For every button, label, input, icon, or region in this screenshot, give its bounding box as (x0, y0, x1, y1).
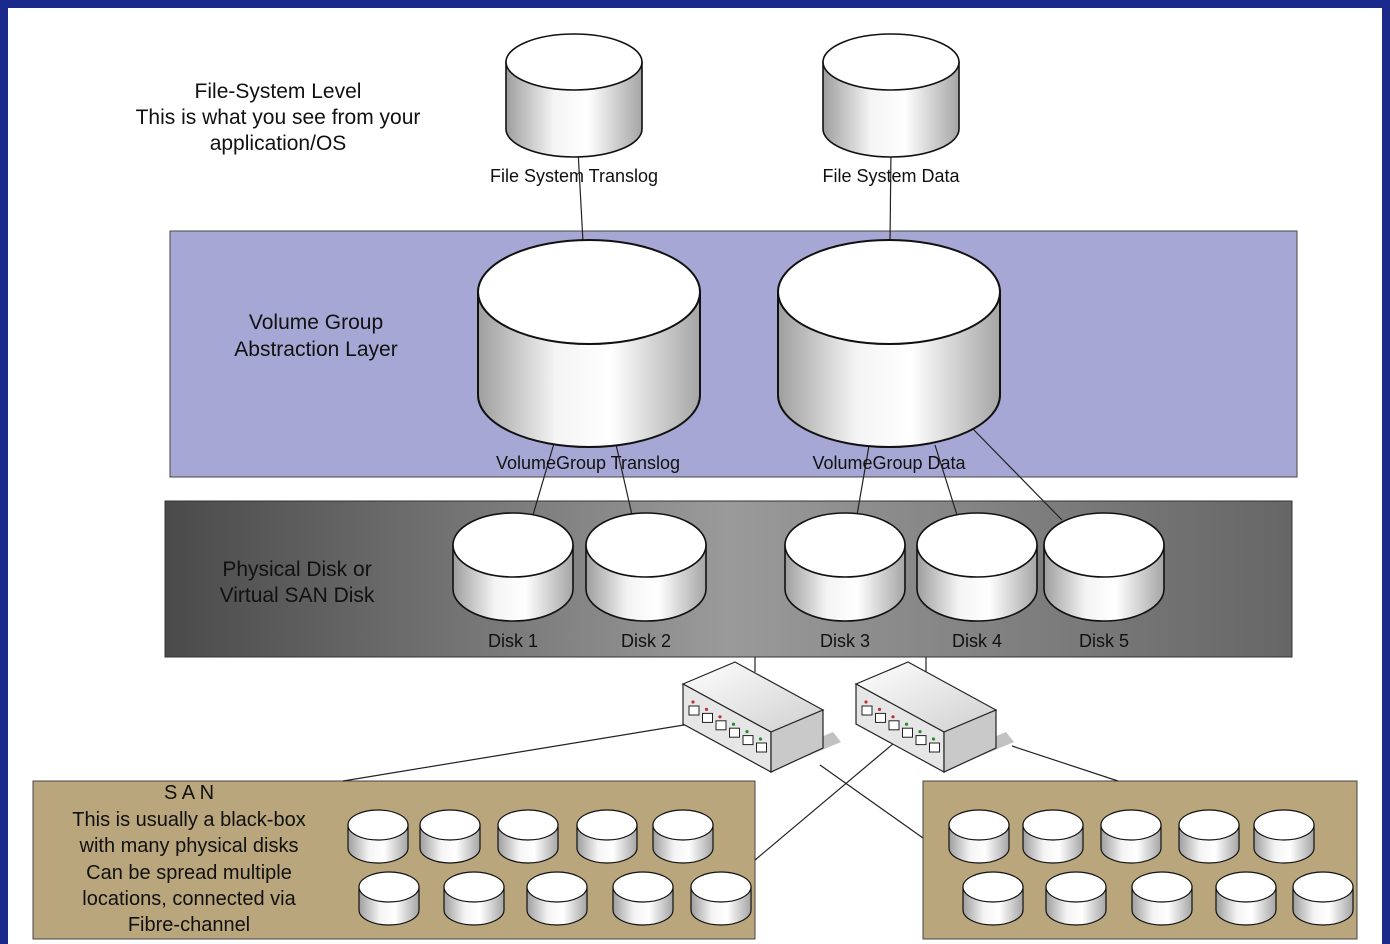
san-right-disk-row2-3-icon (1131, 871, 1193, 926)
vg-layer-line-2: Abstraction Layer (234, 338, 397, 361)
san-right-disk-row2-5-icon (1292, 871, 1354, 926)
disk-4-cylinder-icon (916, 512, 1038, 622)
connector-lines (342, 149, 1119, 861)
vg-data-label: VolumeGroup Data (812, 453, 966, 473)
san-right-disk-row1-3-icon (1100, 809, 1162, 864)
san-left-disk-row1-4-icon (576, 809, 638, 864)
san-left-disk-row1-1-icon (347, 809, 409, 864)
san-left-disk-row1-2-icon (419, 809, 481, 864)
san-right-disk-row2-1-icon (962, 871, 1024, 926)
san-title: S A N (164, 782, 214, 804)
san-left-disk-row2-1-icon (358, 871, 420, 926)
disk-5-label: Disk 5 (1079, 631, 1129, 651)
physical-layer-line-1: Physical Disk or (222, 558, 371, 581)
vg-layer-line-1: Volume Group (249, 311, 383, 334)
san-line-5: Fibre-channel (128, 914, 250, 936)
san-left-disk-row2-4-icon (612, 871, 674, 926)
vg-translog-label: VolumeGroup Translog (496, 453, 680, 473)
san-line-4: locations, connected via (82, 888, 296, 910)
san-right-disk-row2-2-icon (1045, 871, 1107, 926)
fs-level-line-2: This is what you see from your (136, 106, 421, 129)
network-switch-right-icon (854, 661, 1014, 774)
san-right-disk-row1-1-icon (948, 809, 1010, 864)
fs-level-line-1: File-System Level (195, 80, 362, 103)
san-right-disk-row1-4-icon (1178, 809, 1240, 864)
san-line-2: with many physical disks (79, 835, 299, 857)
vg-translog-cylinder-icon (477, 239, 701, 448)
san-left-disk-row1-3-icon (497, 809, 559, 864)
disk-4-label: Disk 4 (952, 631, 1002, 651)
san-right-disk-row1-2-icon (1022, 809, 1084, 864)
disk-1-label: Disk 1 (488, 631, 538, 651)
disk-1-cylinder-icon (452, 512, 574, 622)
san-right-disk-row2-4-icon (1215, 871, 1277, 926)
switches (681, 661, 1014, 774)
volume-group-layer (169, 230, 1298, 478)
disk-3-cylinder-icon (784, 512, 906, 622)
fs-data-label: File System Data (822, 166, 960, 186)
san-left-disk-row1-5-icon (652, 809, 714, 864)
fs-data-cylinder-icon (822, 33, 960, 158)
cylinders (347, 33, 1354, 926)
disk-3-label: Disk 3 (820, 631, 870, 651)
san-right-disk-row1-5-icon (1253, 809, 1315, 864)
san-line-1: This is usually a black-box (72, 809, 305, 831)
fs-translog-label: File System Translog (490, 166, 658, 186)
san-left-disk-row2-3-icon (526, 871, 588, 926)
san-line-3: Can be spread multiple (86, 862, 292, 884)
san-left-disk-row2-5-icon (690, 871, 752, 926)
disk-5-cylinder-icon (1043, 512, 1165, 622)
vg-data-cylinder-icon (777, 239, 1001, 448)
physical-layer-line-2: Virtual SAN Disk (220, 584, 375, 607)
fs-translog-cylinder-icon (505, 33, 643, 158)
disk-2-label: Disk 2 (621, 631, 671, 651)
fs-level-line-3: application/OS (210, 132, 347, 155)
network-switch-left-icon (681, 661, 841, 774)
disk-2-cylinder-icon (585, 512, 707, 622)
san-left-disk-row2-2-icon (443, 871, 505, 926)
